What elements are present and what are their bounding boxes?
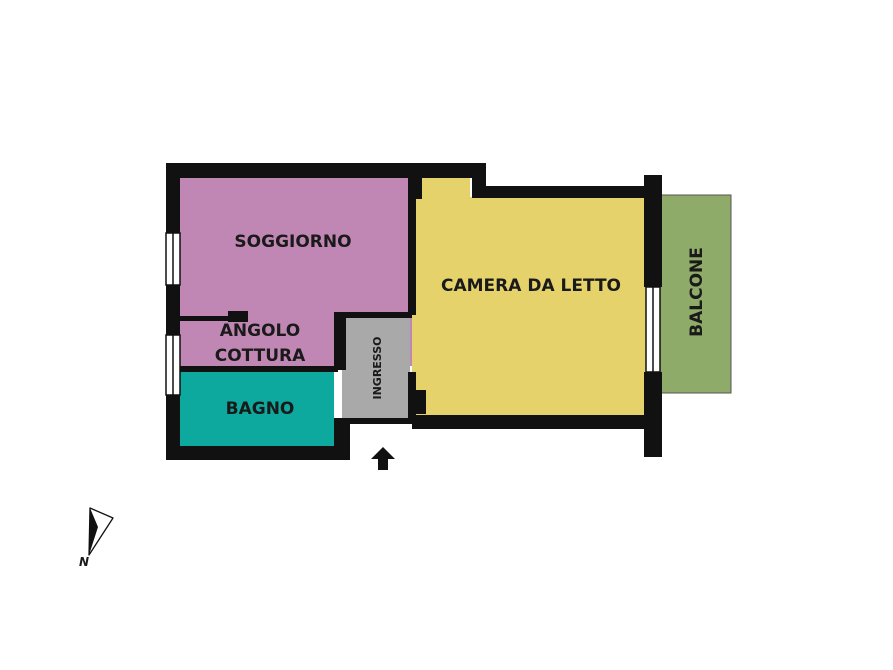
ingresso-area: [342, 316, 410, 420]
windows: [165, 232, 661, 396]
balcone-label: BALCONE: [687, 247, 707, 337]
balcone-area: [659, 194, 732, 394]
camera-label: CAMERA DA LETTO: [441, 276, 621, 296]
compass-north-label: N: [79, 555, 89, 569]
entrance-arrow-icon: [371, 447, 395, 470]
angolo-cottura-label-line1: ANGOLO: [220, 321, 300, 341]
walls: [166, 163, 662, 460]
bagno-area: [180, 370, 334, 448]
camera-area: [412, 197, 646, 415]
bagno-label: BAGNO: [226, 399, 295, 419]
soggiorno-label: SOGGIORNO: [234, 232, 351, 252]
angolo-cottura-label-line2: COTTURA: [215, 346, 306, 366]
camera-nook: [420, 175, 470, 199]
ingresso-label: INGRESSO: [371, 336, 384, 399]
north-arrow-icon: [88, 507, 114, 556]
